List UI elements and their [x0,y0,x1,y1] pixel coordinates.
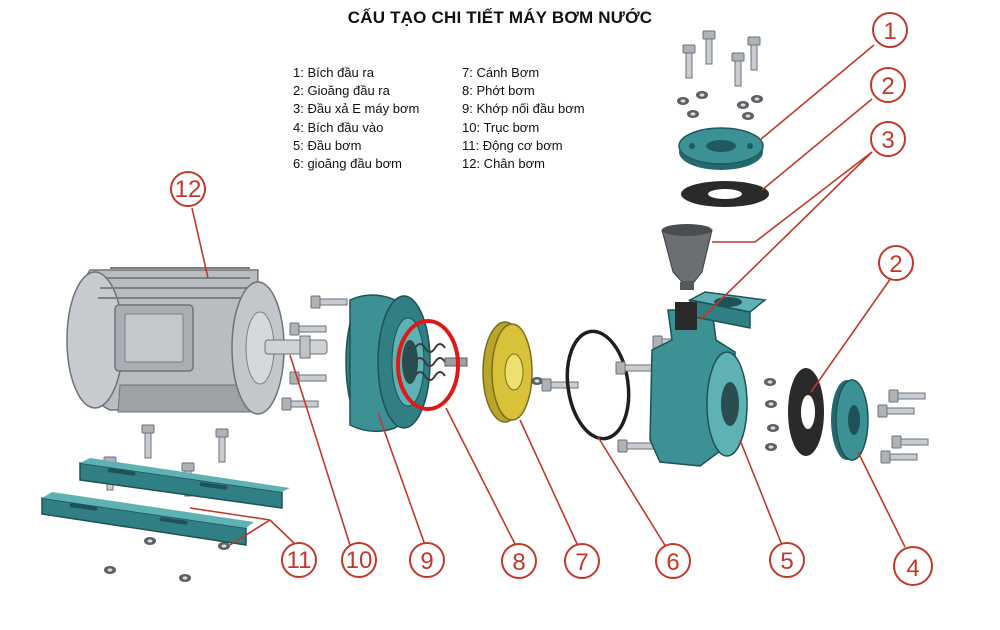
callout-2: 2 [870,67,906,103]
callout-10: 10 [341,542,377,578]
inlet-flange-part [831,379,929,464]
svg-text:7: 7 [575,549,588,576]
legend-item: 8: Phớt bơm [462,83,535,99]
mechanical-seal-part [396,319,468,411]
callout-7: 7 [564,543,600,579]
legend-item: 7: Cánh Bơm [462,65,540,80]
svg-text:9: 9 [420,548,433,575]
parts-legend-left: 1: Bích đầu ra 2: Gioăng đầu ra 3: Đầu x… [293,64,419,173]
legend-item: 11: Động cơ bơm [462,137,563,153]
leader-lines [189,44,906,548]
svg-text:8: 8 [512,549,525,576]
svg-text:6: 6 [666,549,679,576]
legend-item: 12: Chân bơm [462,156,545,172]
svg-text:2: 2 [889,251,902,278]
legend-item: 6: gioăng đầu bơm [293,156,402,172]
legend-item: 10: Trục bơm [462,119,540,135]
o-ring-part [565,329,631,441]
callout-1: 1 [872,12,908,48]
callout-9: 9 [409,542,445,578]
parts-legend-right: 7: Cánh Bơm 8: Phớt bơm 9: Khớp nối đầu … [462,64,585,173]
svg-text:12: 12 [175,176,202,203]
svg-text:2: 2 [881,73,894,100]
legend-item: 3: Đầu xả E máy bơm [293,101,420,117]
callout-6: 6 [655,543,691,579]
svg-text:1: 1 [883,18,896,45]
svg-text:4: 4 [906,555,919,582]
callout-8: 8 [501,543,537,579]
outlet-gasket-part [681,181,769,207]
pump-casing-part [615,291,779,467]
legend-item: 4: Bích đầu vào [293,119,384,135]
diagram-title: CẤU TẠO CHI TIẾT MÁY BƠM NƯỚC [347,8,653,27]
callout-5: 5 [769,542,805,578]
legend-item: 1: Bích đầu ra [293,65,374,80]
callout-11: 11 [281,542,317,578]
outlet-flange-part [677,30,764,170]
callout-4: 4 [893,546,933,586]
legend-item: 5: Đầu bơm [293,137,362,153]
coupling-bracket-part [345,294,431,433]
impeller-part [482,321,579,423]
callout-12: 12 [170,171,206,207]
svg-text:10: 10 [346,547,373,574]
legend-item: 2: Gioăng đầu ra [293,83,390,99]
callout-2-inlet: 2 [878,245,914,281]
inlet-gasket-part [788,368,824,456]
motor-part [66,267,328,415]
base-rails-part [41,458,290,546]
svg-text:5: 5 [780,548,793,575]
callout-3: 3 [870,121,906,157]
legend-item: 9: Khớp nối đầu bơm [462,101,585,117]
svg-text:3: 3 [881,127,894,154]
svg-text:11: 11 [287,547,312,574]
discharge-cone-part [661,224,713,290]
